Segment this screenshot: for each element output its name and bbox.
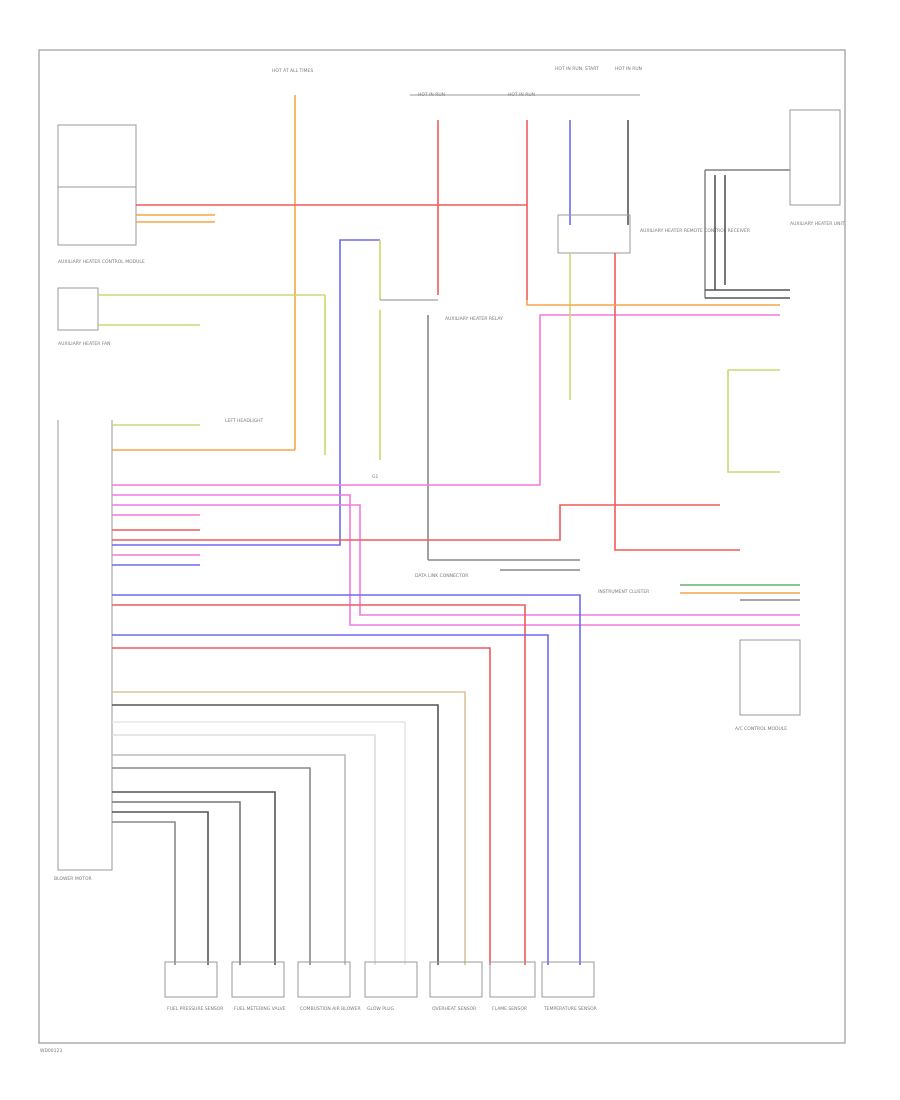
wire-gray-4: [112, 767, 311, 965]
bottom-box-6: [489, 961, 536, 998]
wire-dark-1: [112, 704, 439, 965]
fuse-column-5: HOT IN RUN: [615, 66, 642, 225]
auxiliary-heater-control-label: AUXILIARY HEATER CONTROL MODULE: [58, 259, 145, 265]
wire-gray-5: [112, 821, 176, 965]
left-headlight-label: LEFT HEADLIGHT: [225, 418, 264, 424]
bottom-box-5: [429, 961, 483, 998]
bottom-label-5: OVERHEAT SENSOR: [432, 1006, 476, 1012]
bottom-box-2: [231, 961, 285, 998]
bottom-components: FUEL PRESSURE SENSOR FUEL METERING VALVE…: [164, 961, 597, 1012]
wire-pink-1: [112, 314, 780, 486]
relay-box-right: [557, 214, 631, 254]
fuse-1-label: HOT AT ALL TIMES: [272, 68, 313, 74]
wire-light-1: [112, 721, 406, 965]
blower-motor-label: BLOWER MOTOR: [54, 876, 92, 882]
wire-red-right: [614, 253, 740, 551]
wire-pink-2: [112, 494, 800, 626]
fuse-column-4: HOT IN RUN, START: [555, 66, 599, 225]
bottom-box-3: [297, 961, 351, 998]
fuse-4-label: HOT IN RUN, START: [555, 66, 599, 72]
wire-red-long-2: [112, 604, 526, 965]
heater-control-body: [57, 186, 137, 246]
fuse-5-label: HOT IN RUN: [615, 66, 642, 72]
wire-blue-left: [112, 239, 380, 546]
relay-label: AUXILIARY HEATER RELAY: [445, 316, 503, 322]
bottom-box-7: [541, 961, 595, 998]
aux-heater-unit-label: AUXILIARY HEATER UNIT: [790, 221, 845, 227]
right-connector-bracket: [704, 169, 790, 298]
diagram-code: WD00123: [40, 1048, 62, 1054]
ac-control-box: [739, 639, 801, 716]
wire-dark-2: [112, 791, 276, 965]
heater-fan-label: AUXILIARY HEATER FAN: [58, 341, 110, 347]
fuse-column-2: HOT IN RUN: [418, 92, 445, 295]
wire-red-long: [112, 504, 720, 541]
bottom-label-4: GLOW PLUG: [367, 1006, 395, 1012]
bottom-label-3: COMBUSTION AIR BLOWER: [300, 1006, 361, 1012]
fuse-column-1: HOT AT ALL TIMES: [272, 68, 313, 450]
wire-light-2: [112, 734, 376, 965]
bottom-label-6: FLAME SENSOR: [492, 1006, 527, 1012]
bottom-label-2: FUEL METERING VALVE: [234, 1006, 286, 1012]
bottom-label-7: TEMPERATURE SENSOR: [543, 1006, 597, 1012]
bottom-box-4: [364, 961, 418, 998]
diagram-frame: [38, 49, 846, 1044]
main-module-box: [57, 420, 113, 871]
heater-fan-box: [57, 287, 99, 331]
bottom-label-1: FUEL PRESSURE SENSOR: [167, 1006, 223, 1012]
fuse-column-3: HOT IN RUN: [508, 92, 535, 300]
wire-orange-right: [526, 300, 780, 306]
heater-control-switch-box: [57, 124, 137, 188]
bottom-box-1: [164, 961, 218, 998]
ac-control-label: A/C CONTROL MODULE: [735, 726, 787, 732]
note-instrument-cluster: INSTRUMENT CLUSTER: [598, 589, 649, 595]
wire-yg-loop: [727, 370, 780, 473]
aux-heater-unit-box: [789, 109, 841, 206]
note-data-link: DATA LINK CONNECTOR: [415, 573, 468, 579]
g1-label: G1: [372, 474, 378, 480]
receiver-label: AUXILIARY HEATER REMOTE CONTROL RECEIVER: [640, 228, 750, 234]
wire-dark-3: [112, 801, 241, 965]
wire-tan: [112, 691, 466, 965]
wire-dark-4: [112, 811, 209, 965]
wire-red-long-3: [112, 647, 491, 965]
wire-gray-3: [112, 754, 346, 965]
wire-blue-long-1: [112, 594, 581, 965]
wire-blue-long-2: [112, 634, 549, 965]
